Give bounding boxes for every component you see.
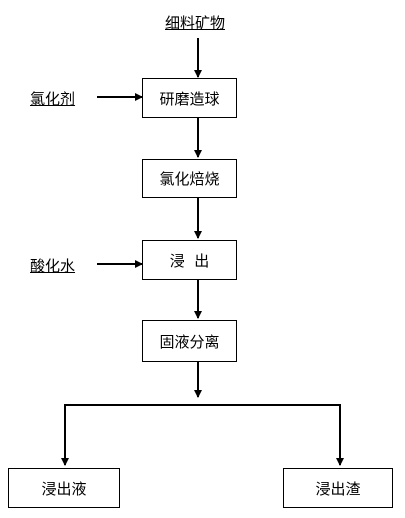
- step-solid-liquid-separation: 固液分离: [142, 320, 237, 362]
- output-leach-residue: 浸出渣: [283, 468, 393, 508]
- step-chlorination-roast: 氯化焙烧: [142, 159, 237, 198]
- step-leach: 浸 出: [142, 240, 237, 280]
- input-acidified-water: 酸化水: [30, 257, 76, 275]
- split-line: [64, 404, 344, 466]
- input-fine-ore: 细料矿物: [165, 14, 226, 32]
- input-chlorinating-agent: 氯化剂: [30, 90, 76, 108]
- output-leach-liquor: 浸出液: [8, 468, 120, 508]
- step-grind-pelletize: 研磨造球: [142, 78, 237, 118]
